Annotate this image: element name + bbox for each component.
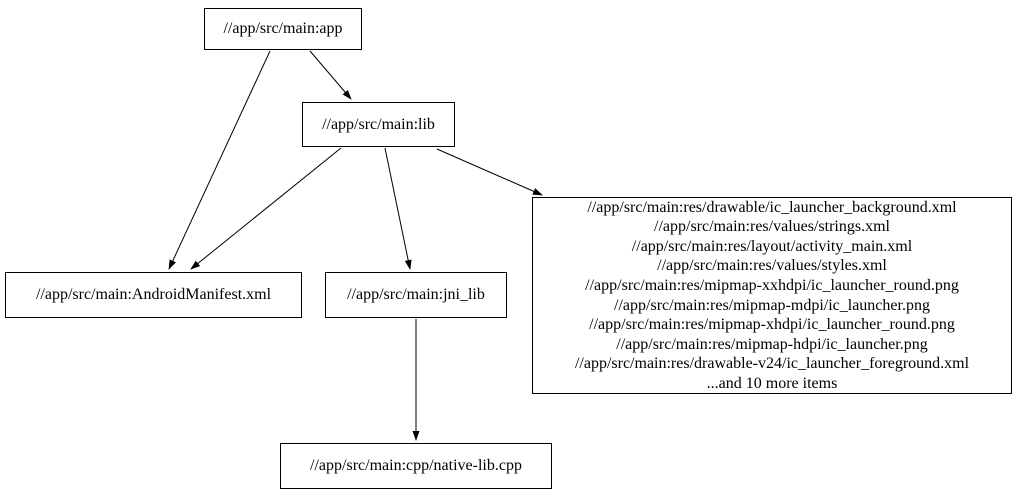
node-res-group: //app/src/main:res/drawable/ic_launcher_… bbox=[532, 197, 1012, 394]
res-group-line: //app/src/main:res/drawable/ic_launcher_… bbox=[587, 198, 957, 216]
node-jni-lib-label: //app/src/main:jni_lib bbox=[347, 286, 485, 303]
res-group-line: //app/src/main:res/mipmap-xhdpi/ic_launc… bbox=[589, 316, 955, 334]
res-group-line: //app/src/main:res/mipmap-hdpi/ic_launch… bbox=[616, 335, 928, 353]
node-native-lib-cpp-label: //app/src/main:cpp/native-lib.cpp bbox=[310, 457, 522, 474]
res-group-more-items: ...and 10 more items bbox=[706, 374, 838, 392]
node-app: //app/src/main:app bbox=[204, 8, 362, 50]
res-group-line: //app/src/main:res/values/strings.xml bbox=[654, 218, 890, 236]
edge-lib-to-androidmanifest bbox=[190, 147, 342, 270]
node-android-manifest: //app/src/main:AndroidManifest.xml bbox=[5, 272, 302, 318]
res-group-line: //app/src/main:res/values/styles.xml bbox=[657, 257, 887, 275]
edge-app-to-lib bbox=[309, 50, 352, 100]
node-lib-label: //app/src/main:lib bbox=[322, 115, 435, 133]
edge-lib-to-resgroup bbox=[436, 148, 543, 196]
node-app-label: //app/src/main:app bbox=[223, 20, 343, 37]
node-android-manifest-label: //app/src/main:AndroidManifest.xml bbox=[35, 286, 272, 303]
res-group-line: //app/src/main:res/mipmap-mdpi/ic_launch… bbox=[614, 296, 930, 314]
edge-lib-to-jnilib bbox=[384, 147, 412, 270]
res-group-line: //app/src/main:res/drawable-v24/ic_launc… bbox=[574, 355, 970, 373]
res-group-line: //app/src/main:res/layout/activity_main.… bbox=[631, 237, 913, 255]
edge-app-to-androidmanifest bbox=[168, 50, 271, 270]
res-group-line: //app/src/main:res/mipmap-xxhdpi/ic_laun… bbox=[585, 276, 959, 294]
node-lib: //app/src/main:lib bbox=[302, 102, 455, 147]
node-jni-lib: //app/src/main:jni_lib bbox=[325, 272, 507, 318]
node-native-lib-cpp: //app/src/main:cpp/native-lib.cpp bbox=[280, 443, 552, 489]
